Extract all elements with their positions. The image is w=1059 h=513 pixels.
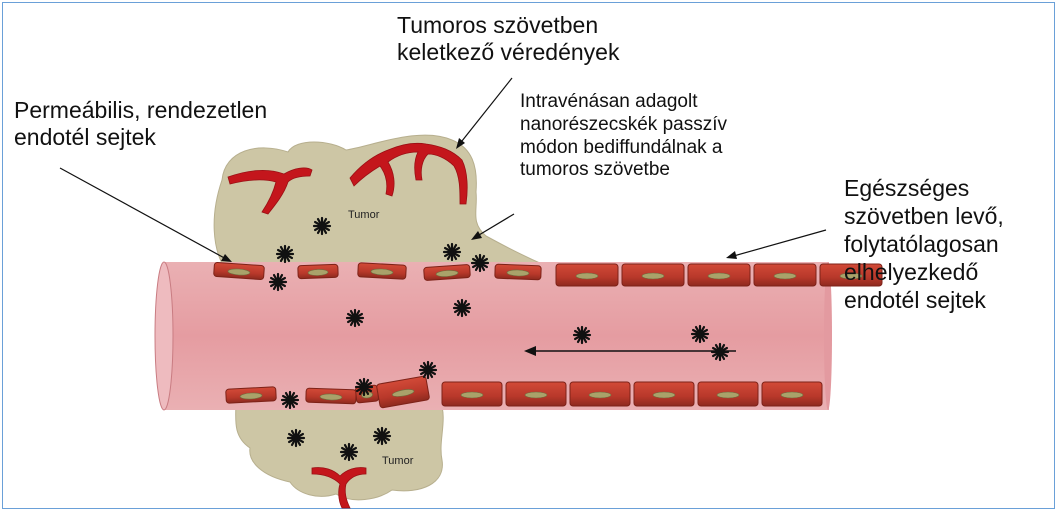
label-tumor-vessels: Tumoros szövetben keletkező véredények bbox=[397, 12, 619, 66]
label-line: Tumoros szövetben bbox=[397, 12, 619, 39]
label-line: tumoros szövetbe bbox=[520, 159, 727, 182]
endothelial-cell bbox=[762, 382, 822, 406]
label-permeable-endothelium: Permeábilis, rendezetlen endotél sejtek bbox=[14, 97, 267, 151]
endothelial-cell bbox=[298, 264, 338, 278]
label-line: módon bediffundálnak a bbox=[520, 137, 727, 160]
label-line: Egészséges bbox=[844, 174, 1004, 202]
endothelial-cell bbox=[358, 263, 407, 279]
label-line: szövetben levő, bbox=[844, 202, 1004, 230]
label-line: nanorészecskék passzív bbox=[520, 114, 727, 137]
endothelial-cell bbox=[495, 264, 541, 280]
label-line: endotél sejtek bbox=[14, 124, 267, 151]
label-healthy-endothelium: Egészséges szövetben levő, folytatólagos… bbox=[844, 174, 1004, 314]
tumor-label-bottom: Tumor bbox=[382, 455, 414, 467]
label-line: Permeábilis, rendezetlen bbox=[14, 97, 267, 124]
endothelial-cell bbox=[688, 264, 750, 286]
label-nanoparticle-diffusion: Intravénásan adagolt nanorészecskék pass… bbox=[520, 91, 727, 182]
endothelial-cell bbox=[556, 264, 618, 286]
tumor-label-top: Tumor bbox=[348, 209, 380, 221]
endothelial-cell bbox=[622, 264, 684, 286]
endothelial-cell bbox=[424, 264, 471, 280]
endothelial-cell bbox=[634, 382, 694, 406]
endothelial-cell bbox=[442, 382, 502, 406]
label-line: Intravénásan adagolt bbox=[520, 91, 727, 114]
endothelial-cell bbox=[306, 388, 356, 404]
endothelial-cell bbox=[506, 382, 566, 406]
endothelial-cell bbox=[214, 262, 265, 279]
endothelial-cell bbox=[754, 264, 816, 286]
vessel-opening bbox=[155, 262, 173, 410]
label-line: folytatólagosan bbox=[844, 230, 1004, 258]
label-line: endotél sejtek bbox=[844, 286, 1004, 314]
endothelial-cell bbox=[570, 382, 630, 406]
label-line: elhelyezkedő bbox=[844, 258, 1004, 286]
label-line: keletkező véredények bbox=[397, 39, 619, 66]
endothelial-cell bbox=[698, 382, 758, 406]
endothelial-cell bbox=[226, 387, 277, 404]
